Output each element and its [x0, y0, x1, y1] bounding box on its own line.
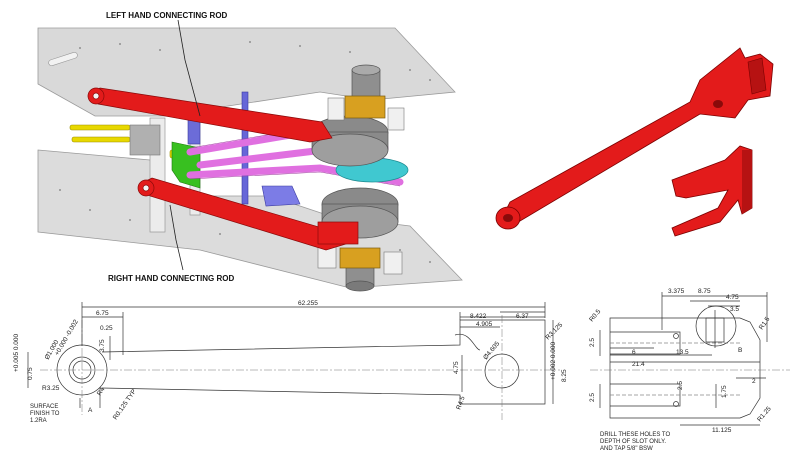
- red-fork-3d: [671, 145, 753, 237]
- svg-text:+0.002 0.000: +0.002 0.000: [550, 341, 557, 380]
- svg-text:1.2RA: 1.2RA: [30, 418, 47, 424]
- yellow-pins: [69, 124, 189, 159]
- svg-text:R0.125 TYP: R0.125 TYP: [112, 388, 138, 421]
- svg-text:8.25: 8.25: [561, 369, 568, 382]
- svg-text:11.125: 11.125: [712, 427, 732, 434]
- svg-text:6: 6: [632, 349, 636, 356]
- assembly-render: [37, 19, 463, 292]
- right-rod-callout: RIGHT HAND CONNECTING ROD: [108, 274, 235, 283]
- svg-text:8.75: 8.75: [698, 288, 711, 295]
- svg-text:3.75: 3.75: [99, 339, 106, 352]
- svg-text:2.5: 2.5: [677, 381, 684, 390]
- svg-text:FINISH TO: FINISH TO: [30, 411, 60, 417]
- svg-text:DRILL THESE HOLES TO: DRILL THESE HOLES TO: [600, 432, 670, 438]
- blue-part: [261, 185, 301, 207]
- svg-text:R1.25: R1.25: [756, 405, 773, 423]
- svg-text:B: B: [738, 347, 742, 354]
- svg-text:2.5: 2.5: [589, 338, 596, 347]
- svg-text:R4.5: R4.5: [455, 395, 466, 411]
- rod-drawing: [27, 302, 560, 420]
- svg-text:0.75: 0.75: [27, 367, 34, 380]
- svg-text:6.37: 6.37: [516, 313, 529, 320]
- svg-text:21.4: 21.4: [632, 361, 645, 368]
- rod-dims: 62.255 6.75 0.25 3.75 +0.000 -0.002 Ø1.0…: [13, 300, 568, 424]
- svg-text:A: A: [88, 407, 93, 414]
- svg-text:6.75: 6.75: [96, 310, 109, 317]
- red-rod-3d: [504, 47, 774, 225]
- svg-text:4.75: 4.75: [453, 361, 460, 374]
- svg-text:13.5: 13.5: [676, 349, 689, 356]
- svg-text:3.375: 3.375: [668, 288, 685, 295]
- fork-drawing: [590, 292, 790, 426]
- svg-text:62.255: 62.255: [298, 300, 318, 307]
- svg-text:0.25: 0.25: [100, 325, 113, 332]
- red-rods: [87, 87, 359, 251]
- frame-plate-upper: [37, 27, 456, 117]
- svg-text:R4: R4: [96, 386, 107, 397]
- svg-text:AND TAP 5/8" BSW: AND TAP 5/8" BSW: [600, 446, 653, 452]
- svg-text:3.5: 3.5: [730, 306, 739, 313]
- svg-text:R3.125: R3.125: [544, 321, 564, 341]
- svg-text:1.75: 1.75: [721, 385, 728, 398]
- svg-text:8.422: 8.422: [470, 313, 487, 320]
- svg-text:SURFACE: SURFACE: [30, 404, 58, 410]
- left-rod-callout: LEFT HAND CONNECTING ROD: [106, 11, 228, 20]
- svg-text:R0.5: R0.5: [588, 308, 602, 323]
- svg-text:4.905: 4.905: [476, 321, 493, 328]
- bearing-blocks: [339, 95, 386, 269]
- svg-text:+0.005 0.000: +0.005 0.000: [13, 333, 20, 372]
- svg-text:2.5: 2.5: [589, 393, 596, 402]
- svg-text:DEPTH OF SLOT ONLY.: DEPTH OF SLOT ONLY.: [600, 439, 666, 445]
- svg-text:Ø4.605: Ø4.605: [482, 340, 501, 361]
- svg-text:R3.25: R3.25: [42, 385, 60, 392]
- rod-render: [495, 47, 774, 237]
- svg-text:+0.000 -0.002: +0.000 -0.002: [54, 318, 80, 357]
- svg-text:4.75: 4.75: [726, 294, 739, 301]
- svg-text:R1.5: R1.5: [758, 316, 772, 332]
- svg-text:2: 2: [752, 378, 756, 385]
